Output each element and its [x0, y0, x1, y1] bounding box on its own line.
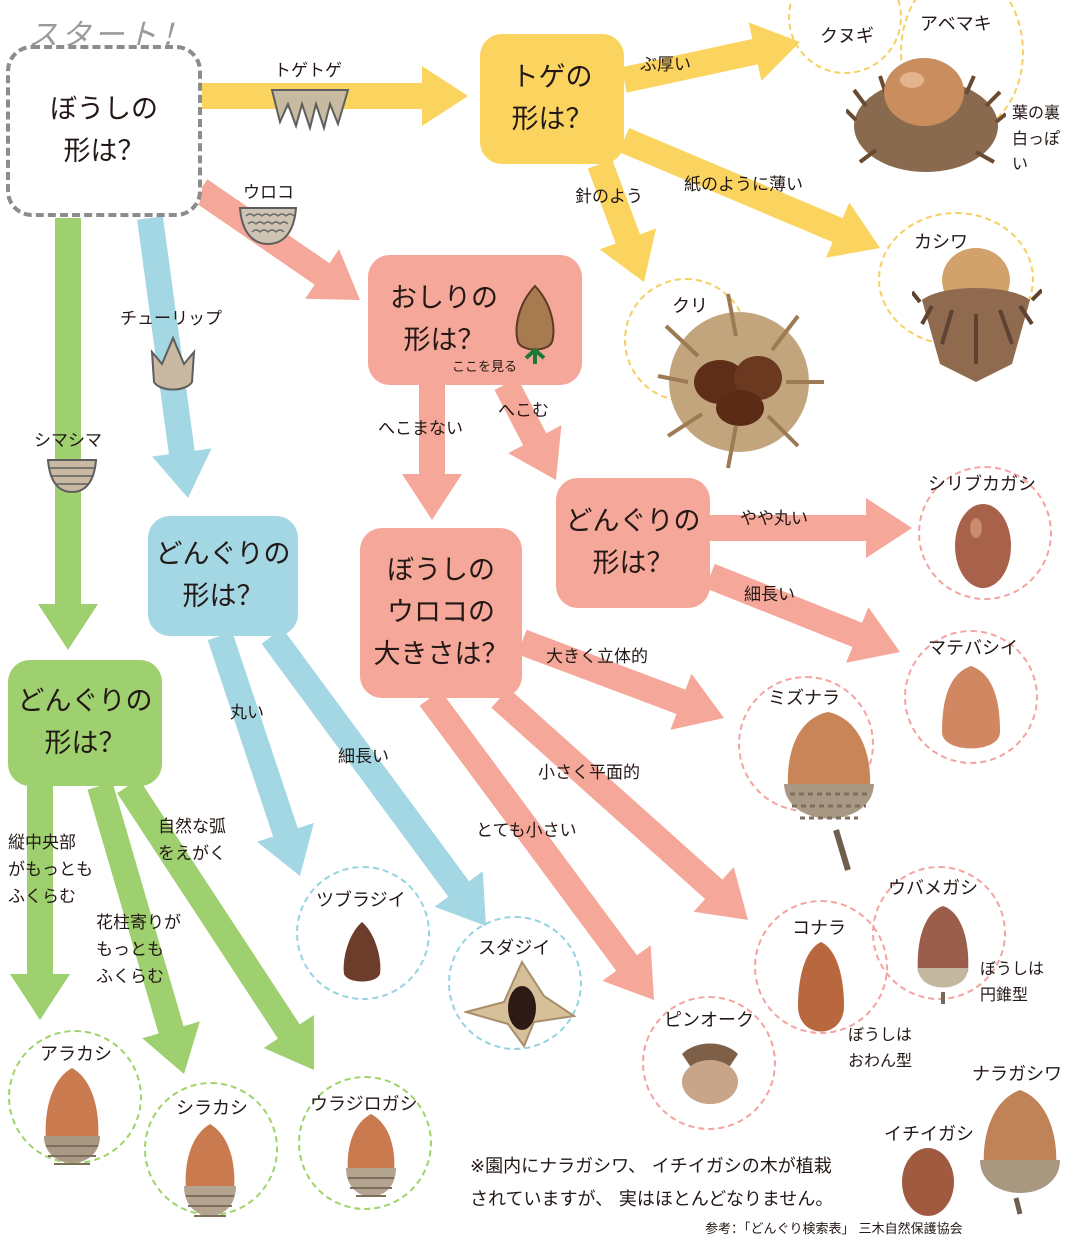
urajirogashi-acorn-image — [342, 1110, 400, 1210]
matebashii-acorn-image — [940, 662, 1002, 762]
species-pinoak: ピンオーク — [664, 1006, 754, 1032]
label-shimashima: シマシマ — [34, 428, 102, 455]
look-here-label: ここを見る — [452, 356, 517, 375]
species-arakashi: アラカシ — [40, 1040, 112, 1066]
konara-acorn-image — [796, 940, 846, 1042]
node-oshiri-label: おしりの 形は？ — [390, 278, 498, 362]
striped-cap-icon — [46, 458, 98, 494]
label-totemo: とても小さい — [476, 818, 577, 845]
label-hekomu: へこむ — [498, 398, 549, 425]
pinoak-acorn-image — [676, 1040, 744, 1106]
kashiwa-acorn-image — [912, 244, 1042, 384]
arakashi-acorn-image — [40, 1064, 104, 1174]
label-hosonagai-blue: 細長い — [338, 744, 389, 771]
species-ubamegashi: ウバメガシ — [888, 874, 978, 900]
species-naragashiwa: ナラガシワ — [972, 1060, 1062, 1086]
mizunara-acorn-image — [776, 708, 882, 876]
scaly-cap-icon — [238, 206, 298, 246]
species-urajirogashi: ウラジロガシ — [310, 1090, 418, 1116]
note-ubame-cap: ぼうしは 円錐型 — [980, 956, 1044, 1007]
label-togetoge: トゲトゲ — [274, 58, 342, 85]
species-sudajii: スダジイ — [478, 934, 550, 960]
species-mizunara: ミズナラ — [768, 684, 840, 710]
species-shiribukagashi: シリブカガシ — [928, 470, 1036, 496]
note-planted: ※園内にナラガシワ、 イチイガシの木が植栽 されていますが、 実はほとんどなりま… — [470, 1150, 833, 1217]
shiribukagashi-acorn-image — [952, 498, 1014, 590]
abemaki-acorn-image — [846, 50, 1006, 174]
label-marui: 丸い — [230, 700, 264, 727]
species-kuri: クリ — [672, 292, 708, 318]
label-shizen: 自然な弧 をえがく — [158, 814, 226, 868]
label-kami: 紙のように薄い — [684, 172, 803, 199]
naragashiwa-acorn-image — [976, 1086, 1062, 1216]
node-toge-shape: トゲの 形は？ — [480, 34, 624, 164]
shirakashi-acorn-image — [180, 1120, 240, 1228]
reference-note: 参考：「どんぐり検索表」 三木自然保護協会 — [705, 1218, 963, 1237]
label-hekomanai: へこまない — [378, 416, 463, 443]
species-tsuburajii: ツブラジイ — [316, 886, 406, 912]
arrow-uroko-konara — [491, 688, 748, 920]
label-kachu: 花柱寄りが もっとも ふくらむ — [96, 910, 181, 992]
arrow-pink-matebashii — [705, 564, 900, 663]
label-uroko: ウロコ — [243, 180, 294, 207]
species-matebashii: マテバシイ — [928, 634, 1018, 660]
node-uroko-size: ぼうしの ウロコの 大きさは？ — [360, 528, 522, 698]
label-hosonagai-pink: 細長い — [744, 582, 795, 609]
label-butsu: ぶ厚い — [640, 52, 691, 79]
ichiigashi-acorn-image — [898, 1144, 958, 1220]
species-konara: コナラ — [792, 914, 846, 940]
tsuburajii-acorn-image — [340, 920, 384, 986]
label-tate: 縦中央部 がもっとも ふくらむ — [8, 830, 93, 912]
species-ichiigashi: イチイガシ — [884, 1120, 974, 1146]
species-abemaki: アベマキ — [920, 10, 992, 36]
species-shirakashi: シラカシ — [176, 1094, 248, 1120]
start-node: ぼうしの 形は？ — [6, 45, 202, 217]
label-yaya: やや丸い — [740, 506, 808, 533]
node-blue-acorn-shape: どんぐりの 形は？ — [148, 516, 298, 636]
node-pink-acorn-shape: どんぐりの 形は？ — [556, 478, 710, 608]
label-hari: 針のよう — [575, 184, 643, 211]
note-konara-cap: ぼうしは おわん型 — [848, 1022, 912, 1073]
label-tulip: チューリップ — [120, 306, 222, 333]
species-kunugi: クヌギ — [820, 22, 874, 48]
tulip-cap-icon — [140, 332, 206, 398]
ubamegashi-acorn-image — [914, 902, 972, 1006]
sudajii-acorn-image — [464, 952, 576, 1048]
arrow-oshiri-uroko — [402, 384, 462, 520]
note-abemaki-leaf: 葉の裏 白っぽい — [1012, 100, 1071, 177]
acorn-bottom-icon — [512, 282, 558, 372]
species-kashiwa: カシワ — [914, 228, 968, 254]
node-green-acorn-shape: どんぐりの 形は？ — [8, 660, 162, 786]
arrow-toge-kuri — [588, 160, 656, 283]
arrow-oshiri-pink — [495, 378, 562, 480]
label-chiisaku: 小さく平面的 — [538, 760, 640, 787]
label-ookiku: 大きく立体的 — [546, 644, 648, 671]
spiky-cap-icon — [268, 84, 352, 132]
